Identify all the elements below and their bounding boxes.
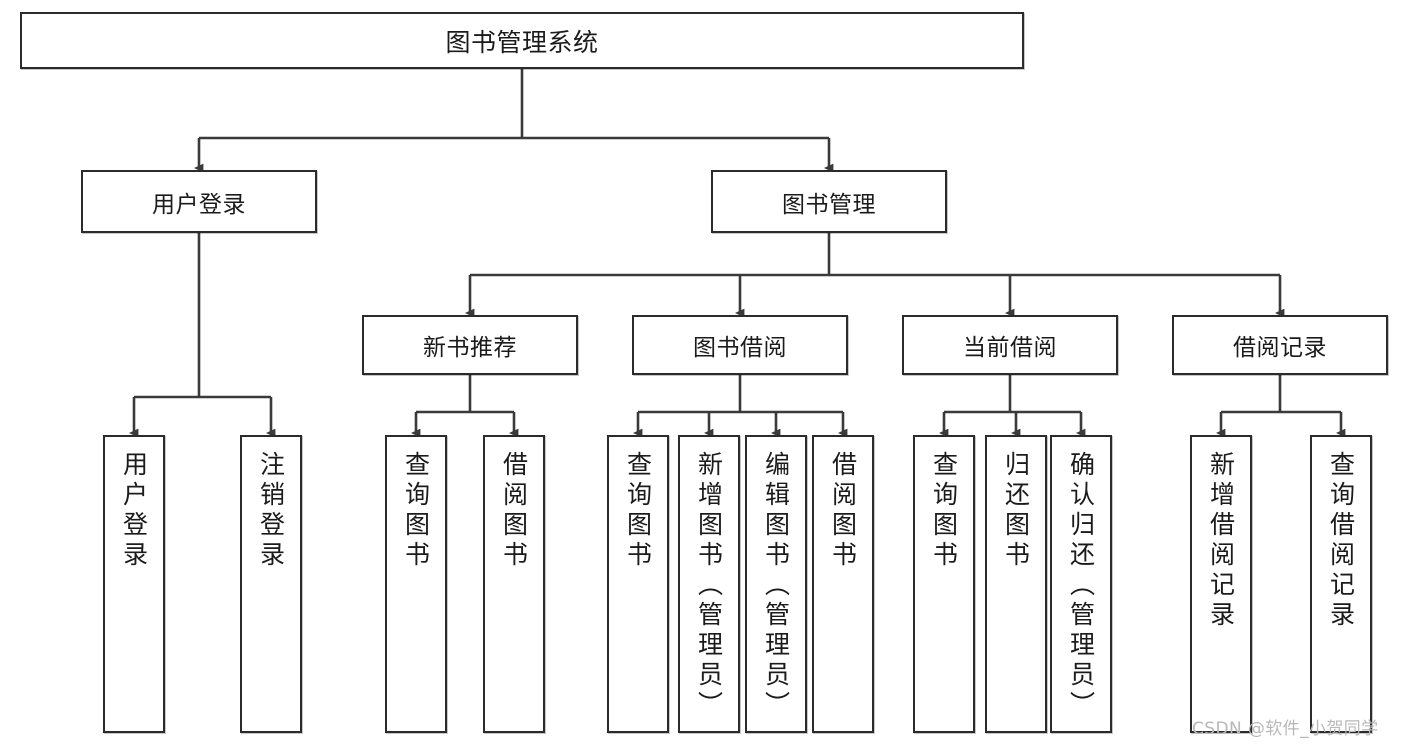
node-label: 当前借阅 [963, 335, 1057, 361]
leaf-node-5[interactable]: 新增图书（管理员） [678, 435, 740, 733]
node-label: 查询图书 [929, 451, 959, 571]
node-label: 图书管理 [782, 191, 876, 218]
level3-node-0[interactable]: 新书推荐 [362, 315, 578, 375]
node-label: 新增借阅记录 [1206, 451, 1236, 631]
node-label: 借阅图书 [828, 451, 858, 571]
level3-node-2[interactable]: 当前借阅 [902, 315, 1118, 375]
node-label: 借阅记录 [1233, 335, 1327, 361]
root-node-book-management-system[interactable]: 图书管理系统 [20, 12, 1024, 69]
leaf-node-11[interactable]: 新增借阅记录 [1190, 435, 1252, 733]
leaf-node-7[interactable]: 借阅图书 [812, 435, 874, 733]
leaf-node-1[interactable]: 注销登录 [240, 435, 302, 733]
leaf-node-4[interactable]: 查询图书 [607, 435, 669, 733]
node-label: 确认归还（管理员） [1066, 451, 1096, 721]
node-label: 借阅图书 [499, 451, 529, 571]
node-label: 用户登录 [119, 451, 149, 571]
leaf-node-10[interactable]: 确认归还（管理员） [1050, 435, 1112, 733]
leaf-node-12[interactable]: 查询借阅记录 [1310, 435, 1372, 733]
leaf-node-0[interactable]: 用户登录 [103, 435, 165, 733]
node-label: 图书管理系统 [445, 27, 599, 57]
leaf-node-8[interactable]: 查询图书 [913, 435, 975, 733]
level2-node-0[interactable]: 用户登录 [81, 170, 317, 233]
level2-node-1[interactable]: 图书管理 [711, 170, 947, 233]
node-label: 查询图书 [623, 451, 653, 571]
node-label: 编辑图书（管理员） [761, 451, 791, 721]
leaf-node-3[interactable]: 借阅图书 [483, 435, 545, 733]
level3-node-3[interactable]: 借阅记录 [1172, 315, 1388, 375]
node-label: 新增图书（管理员） [694, 451, 724, 721]
node-label: 图书借阅 [693, 335, 787, 361]
node-label: 注销登录 [256, 451, 286, 571]
node-label: 新书推荐 [423, 335, 517, 361]
node-label: 用户登录 [152, 191, 246, 218]
node-label: 查询借阅记录 [1326, 451, 1356, 631]
level3-node-1[interactable]: 图书借阅 [632, 315, 848, 375]
leaf-node-2[interactable]: 查询图书 [385, 435, 447, 733]
csdn-watermark: CSDN @软件_小贺同学 [1192, 719, 1379, 739]
leaf-node-6[interactable]: 编辑图书（管理员） [745, 435, 807, 733]
node-label: 归还图书 [1001, 451, 1031, 571]
connector-group [129, 69, 1346, 438]
leaf-node-9[interactable]: 归还图书 [985, 435, 1047, 733]
node-label: 查询图书 [401, 451, 431, 571]
